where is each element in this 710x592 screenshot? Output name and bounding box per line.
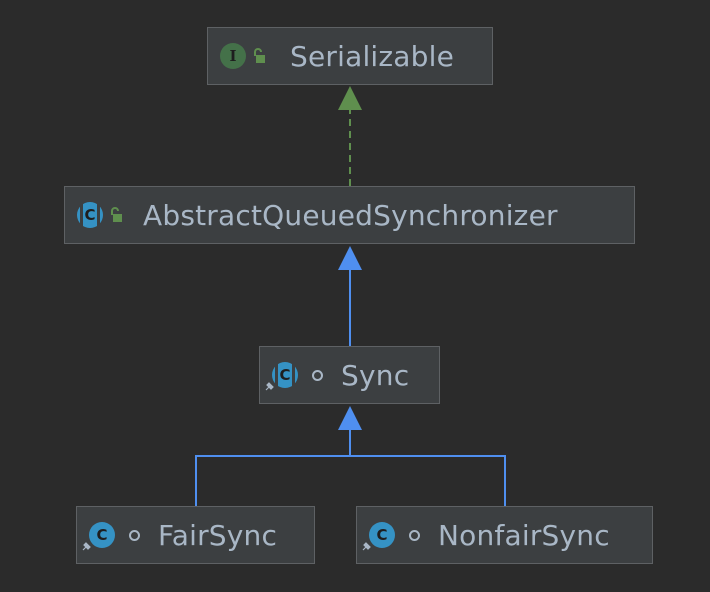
- static-class-icon: C: [362, 522, 395, 551]
- package-private-dot-icon: [129, 529, 140, 541]
- arrowhead-serializable: [338, 86, 362, 110]
- node-sync[interactable]: C Sync: [259, 346, 440, 404]
- static-class-icon: C: [82, 522, 115, 551]
- edge-fairsync-extends-sync: [195, 428, 351, 506]
- public-lock-icon: [111, 207, 122, 222]
- arrowhead-aqs: [338, 246, 362, 270]
- node-abstract-queued-synchronizer[interactable]: C AbstractQueuedSynchronizer: [64, 186, 635, 244]
- node-label-nonfairsync: NonfairSync: [438, 518, 610, 552]
- node-nonfairsync[interactable]: C NonfairSync: [356, 506, 653, 564]
- package-private-dot-icon: [409, 529, 420, 541]
- interface-icon: I: [220, 43, 246, 69]
- arrowhead-sync: [338, 406, 362, 430]
- static-pin-icon: [265, 382, 274, 391]
- node-serializable[interactable]: I Serializable: [207, 27, 493, 85]
- node-label-aqs: AbstractQueuedSynchronizer: [143, 198, 558, 232]
- abstract-static-class-icon: C: [265, 362, 298, 391]
- static-pin-icon: [82, 542, 91, 551]
- abstract-class-icon: C: [77, 202, 103, 228]
- edge-nonfairsync-extends-sync: [350, 455, 506, 506]
- public-lock-icon: [254, 48, 265, 63]
- node-label-fairsync: FairSync: [158, 518, 278, 552]
- static-pin-icon: [362, 542, 371, 551]
- node-label-sync: Sync: [341, 358, 410, 392]
- node-label-serializable: Serializable: [290, 39, 455, 73]
- node-fairsync[interactable]: C FairSync: [76, 506, 315, 564]
- package-private-dot-icon: [312, 369, 323, 381]
